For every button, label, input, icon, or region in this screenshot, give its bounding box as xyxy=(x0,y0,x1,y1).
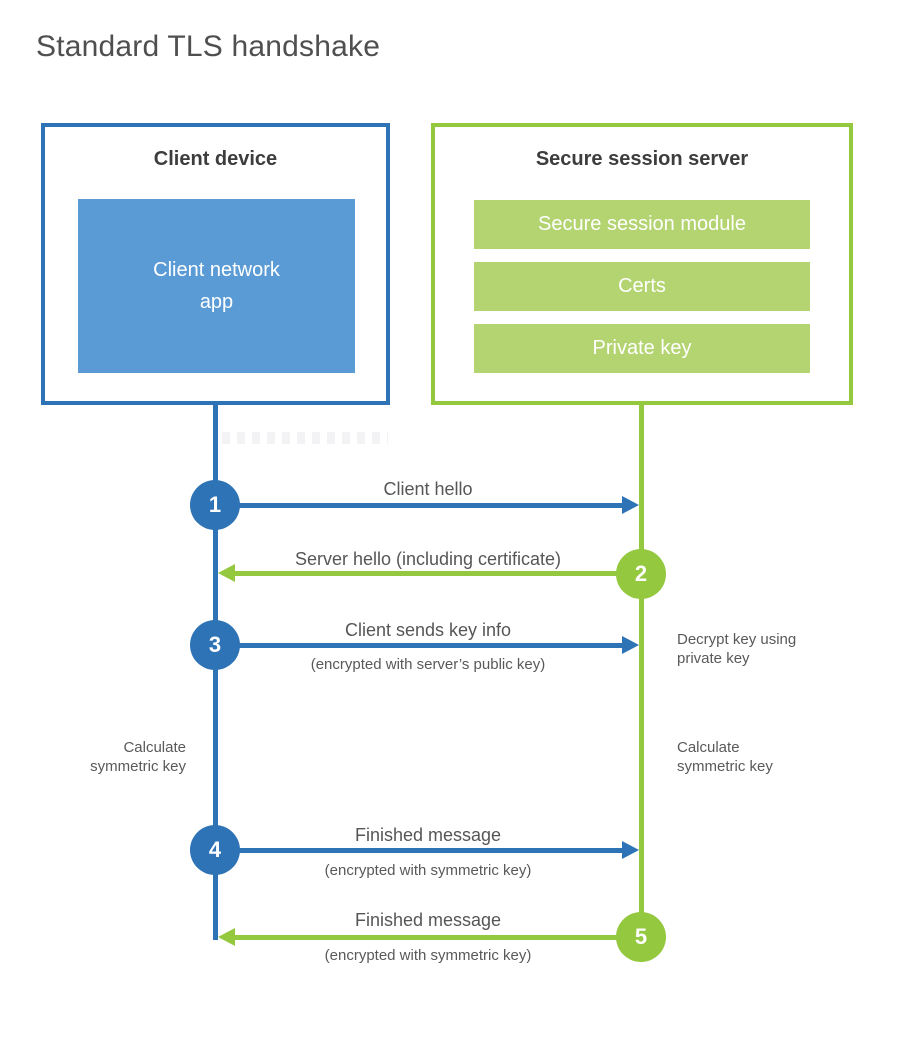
message-5-arrowhead-icon xyxy=(218,928,235,946)
step-badge-2: 2 xyxy=(616,549,666,599)
message-4-arrow-line xyxy=(216,848,623,853)
diagram-title: Standard TLS handshake xyxy=(36,30,381,63)
message-5-sublabel: (encrypted with symmetric key) xyxy=(324,947,532,964)
message-3-label: Client sends key info xyxy=(344,620,512,640)
message-2-arrowhead-icon xyxy=(218,564,235,582)
server-module-secure-session: Secure session module xyxy=(474,200,810,249)
secure-session-server-title: Secure session server xyxy=(535,148,749,170)
message-2-label: Server hello (including certificate) xyxy=(294,549,562,569)
step-badge-4: 4 xyxy=(190,825,240,875)
message-5-label: Finished message xyxy=(354,910,502,930)
message-1-arrow-line xyxy=(216,503,623,508)
message-4-sublabel: (encrypted with symmetric key) xyxy=(324,862,532,879)
message-3-arrowhead-icon xyxy=(622,636,639,654)
note-calculate-symmetric-key-server: Calculate symmetric key xyxy=(677,739,773,775)
server-lifeline xyxy=(639,403,644,940)
server-module-private-key: Private key xyxy=(474,324,810,373)
client-device-title: Client device xyxy=(153,148,278,170)
client-network-app-label: Client network app xyxy=(153,259,280,313)
message-4-label: Finished message xyxy=(354,825,502,845)
message-1-label: Client hello xyxy=(383,479,473,499)
step-badge-5: 5 xyxy=(616,912,666,962)
message-2-arrow-line xyxy=(234,571,642,576)
message-3-arrow-line xyxy=(216,643,623,648)
note-calculate-symmetric-key-client: Calculate symmetric key xyxy=(90,739,186,775)
message-4-arrowhead-icon xyxy=(622,841,639,859)
step-badge-3: 3 xyxy=(190,620,240,670)
faded-dashes-artifact xyxy=(222,432,388,444)
message-1-arrowhead-icon xyxy=(622,496,639,514)
message-3-sublabel: (encrypted with server’s public key) xyxy=(310,656,546,673)
client-network-app-box: Client network app xyxy=(78,199,355,373)
message-5-arrow-line xyxy=(234,935,642,940)
step-badge-1: 1 xyxy=(190,480,240,530)
client-lifeline xyxy=(213,403,218,940)
note-decrypt-key: Decrypt key using private key xyxy=(677,631,797,667)
server-module-certs: Certs xyxy=(474,262,810,311)
